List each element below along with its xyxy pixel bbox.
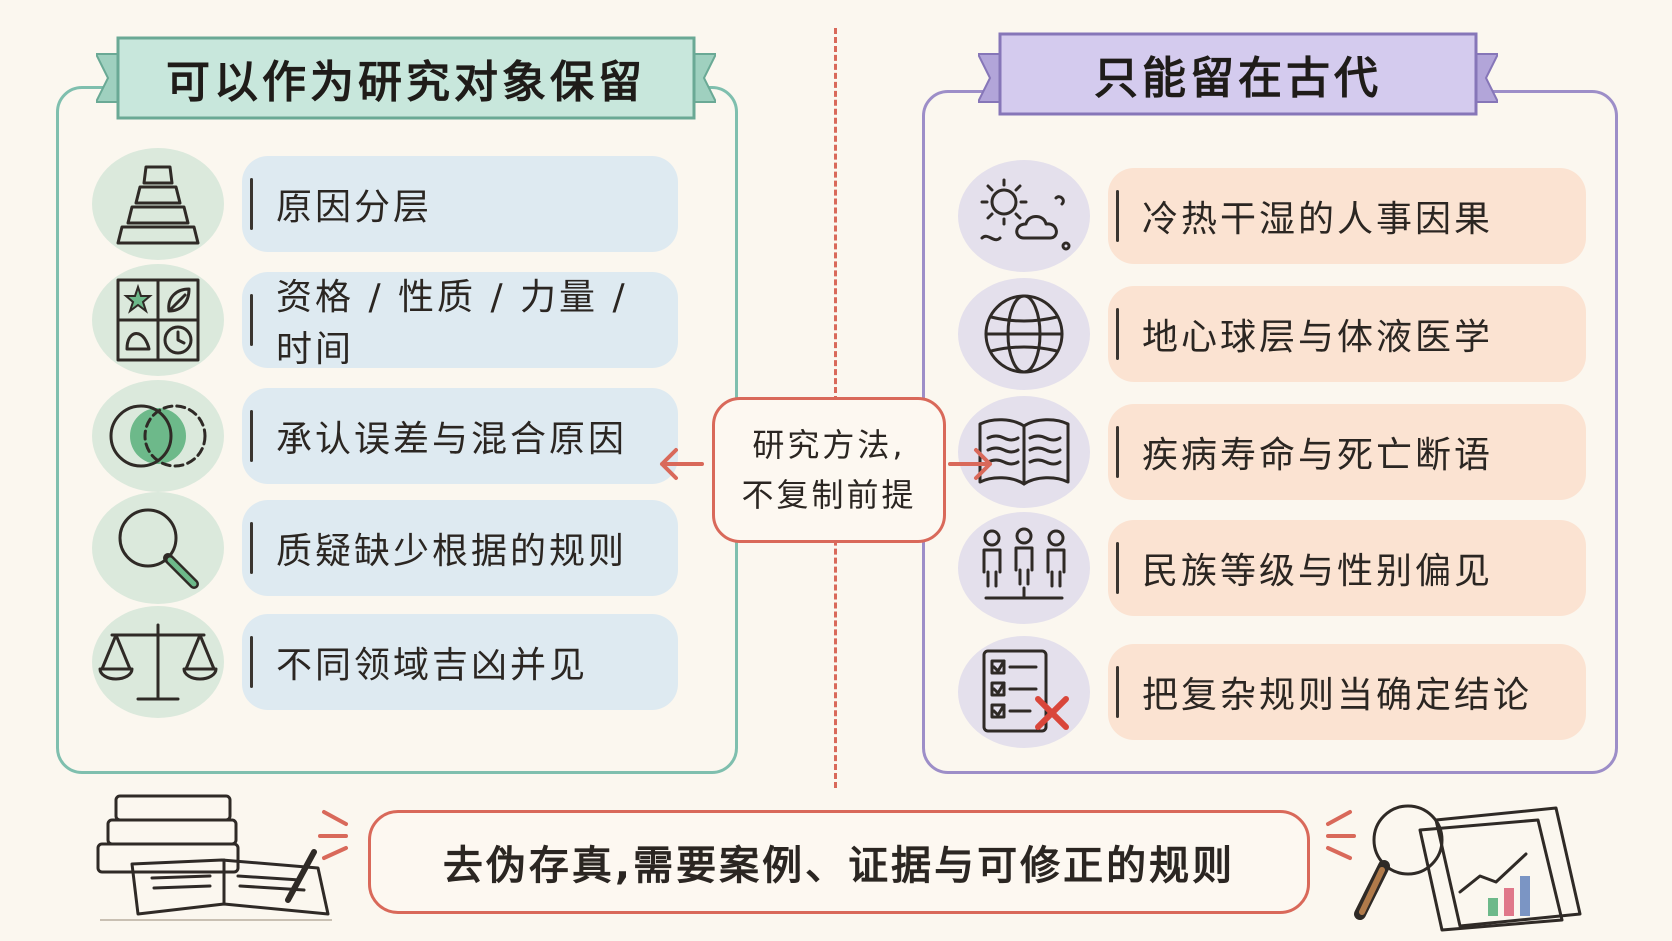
right-burst-icon [1326,810,1356,860]
item-label: 疾病寿命与死亡断语 [1108,404,1586,500]
list-item: 疾病寿命与死亡断语 [958,396,1586,508]
item-label: 把复杂规则当确定结论 [1108,644,1586,740]
bottom-conclusion-text: 去伪存真,需要案例、证据与可修正的规则 [442,843,1236,889]
left-burst-icon [318,810,348,860]
list-item: 地心球层与体液医学 [958,278,1586,390]
center-line-2: 不复制前提 [741,476,917,514]
quadrant-grid-icon [92,264,224,376]
item-label: 地心球层与体液医学 [1108,286,1586,382]
item-label: 民族等级与性别偏见 [1108,520,1586,616]
list-item: 承认误差与混合原因 [92,380,692,492]
magnifier-report-icon [1354,804,1582,932]
list-item: 质疑缺少根据的规则 [92,492,692,604]
magnifier-icon [92,492,224,604]
checklist-cross-icon [958,636,1090,748]
globe-icon [958,278,1090,390]
item-label: 不同领域吉凶并见 [242,614,678,710]
venn-diagram-icon [92,380,224,492]
item-label: 原因分层 [242,156,678,252]
list-item: 冷热干湿的人事因果 [958,160,1586,272]
weather-icon [958,160,1090,272]
pyramid-icon [92,148,224,260]
list-item: 原因分层 [92,148,692,260]
item-label: 承认误差与混合原因 [242,388,678,484]
right-title-banner: 只能留在古代 [978,30,1498,118]
list-item: 民族等级与性别偏见 [958,512,1586,624]
bottom-conclusion-box: 去伪存真,需要案例、证据与可修正的规则 [368,810,1310,914]
left-title: 可以作为研究对象保留 [166,57,646,108]
people-hierarchy-icon [958,512,1090,624]
left-title-banner: 可以作为研究对象保留 [96,34,716,122]
center-method-box: 研究方法, 不复制前提 [712,397,946,543]
books-stack-icon [96,794,332,921]
list-item: 不同领域吉凶并见 [92,606,692,718]
left-arrow-icon [660,448,704,480]
balance-scale-icon [92,606,224,718]
right-arrow-icon [948,448,992,480]
list-item: 把复杂规则当确定结论 [958,636,1586,748]
item-label: 资格 / 性质 / 力量 / 时间 [242,272,678,370]
item-label: 冷热干湿的人事因果 [1108,168,1586,264]
right-title: 只能留在古代 [1094,53,1382,104]
center-line-1: 研究方法, [752,426,906,464]
item-label: 质疑缺少根据的规则 [242,500,678,596]
list-item: 资格 / 性质 / 力量 / 时间 [92,264,692,376]
